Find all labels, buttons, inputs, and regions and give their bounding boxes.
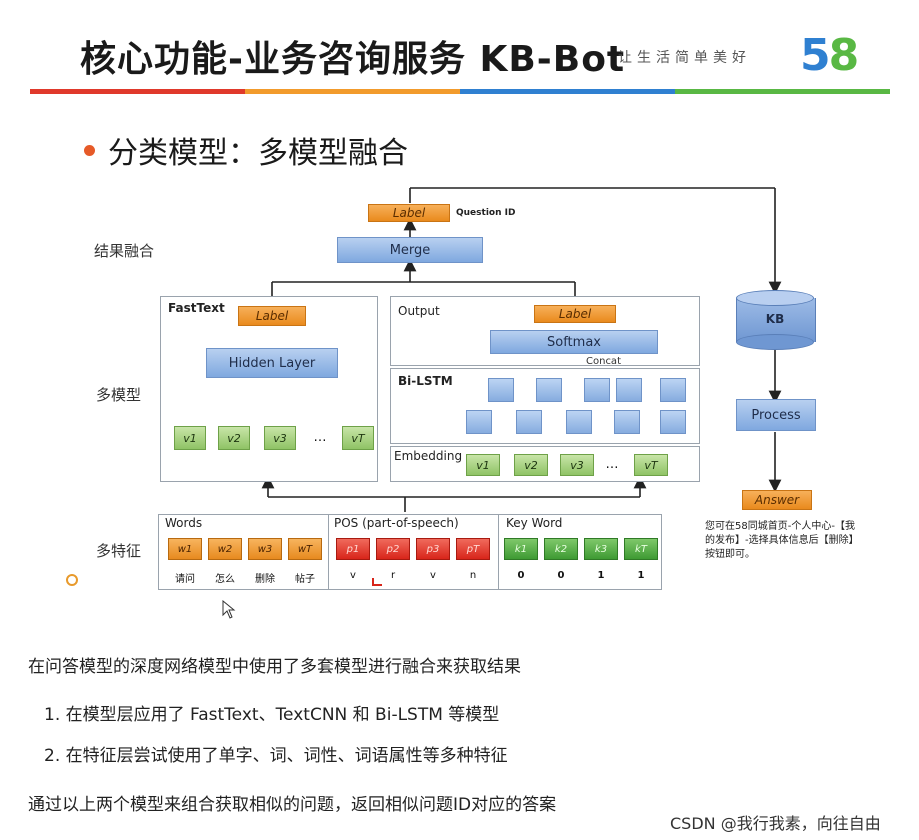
keyword-value-2: 0 (557, 570, 565, 581)
pos-token-2: p2 (376, 538, 410, 560)
embedding-vector-1: v1 (466, 454, 500, 476)
bilstm-cell (584, 378, 610, 402)
keyword-token-1: k1 (504, 538, 538, 560)
fasttext-panel (160, 296, 378, 482)
list-item-1: 1. 在模型层应用了 FastText、TextCNN 和 Bi-LSTM 等模… (44, 705, 500, 725)
bilstm-cell (614, 410, 640, 434)
fasttext-vector-1: v1 (174, 426, 206, 450)
slide: 核心功能-业务咨询服务 KB-Bot 让生活简单美好 58 分类模型：多模型融合 (30, 30, 890, 619)
answer-box: Answer (742, 490, 812, 510)
pos-token-1: p1 (336, 538, 370, 560)
keyword-value-4: 1 (637, 570, 645, 581)
concat-label: Concat (586, 356, 621, 367)
csdn-watermark: CSDN @我行我素，向往自由 (670, 814, 881, 833)
output-label-box: Label (534, 305, 616, 323)
bilstm-cell (660, 378, 686, 402)
embedding-vector-t: vT (634, 454, 668, 476)
word-token-t: wT (288, 538, 322, 560)
bilstm-cell (488, 378, 514, 402)
list-item-2: 2. 在特征层尝试使用了单字、词、词性、词语属性等多种特征 (44, 746, 508, 766)
word-value-2: 怎么 (215, 574, 235, 585)
bilstm-cell (516, 410, 542, 434)
keyword-title: Key Word (506, 516, 563, 530)
fasttext-vector-t: vT (342, 426, 374, 450)
answer-note: 您可在58同城首页-个人中心-【我的发布】-选择具体信息后【删除】按钮即可。 (705, 521, 855, 560)
word-value-3: 删除 (255, 574, 275, 585)
softmax-box: Softmax (490, 330, 658, 354)
bilstm-title: Bi-LSTM (398, 374, 453, 388)
mouse-cursor-icon (222, 600, 236, 619)
pos-token-t: pT (456, 538, 490, 560)
final-label-box: Label (368, 204, 450, 222)
fasttext-ellipsis: … (313, 430, 327, 445)
word-value-4: 帖子 (295, 574, 315, 585)
word-token-1: w1 (168, 538, 202, 560)
row-label-fusion: 结果融合 (94, 242, 155, 260)
bilstm-cell (566, 410, 592, 434)
header-divider (30, 89, 890, 94)
pos-title: POS (part-of-speech) (334, 516, 459, 530)
word-value-1: 请问 (175, 574, 195, 585)
pos-value-1: v (350, 570, 356, 581)
fasttext-title: FastText (168, 301, 225, 315)
output-title: Output (398, 304, 440, 318)
pos-value-2: r (390, 570, 396, 581)
kb-database: KB (736, 290, 816, 350)
keyword-value-3: 1 (597, 570, 605, 581)
word-token-2: w2 (208, 538, 242, 560)
fasttext-vector-2: v2 (218, 426, 250, 450)
hidden-layer-box: Hidden Layer (206, 348, 338, 378)
slide-title: 核心功能-业务咨询服务 KB-Bot (80, 39, 626, 80)
logo-digit-8: 8 (828, 30, 860, 81)
row-label-multi-feature: 多特征 (96, 542, 142, 560)
intro-paragraph: 在问答模型的深度网络模型中使用了多套模型进行融合来获取结果 (28, 657, 521, 677)
keyword-token-t: kT (624, 538, 658, 560)
keyword-token-3: k3 (584, 538, 618, 560)
annotation-ring (66, 574, 78, 586)
process-box: Process (736, 399, 816, 431)
logo-digit-5: 5 (800, 30, 831, 81)
bilstm-cell (616, 378, 642, 402)
keyword-token-2: k2 (544, 538, 578, 560)
question-id-label: Question ID (456, 208, 516, 218)
pos-value-3: v (430, 570, 436, 581)
bilstm-cell (536, 378, 562, 402)
keyword-value-1: 0 (517, 570, 525, 581)
bullet-dot (84, 145, 95, 156)
annotation-mark (372, 578, 382, 586)
merge-box: Merge (337, 237, 483, 263)
words-title: Words (165, 516, 203, 530)
kb-label: KB (765, 312, 785, 326)
embedding-vector-3: v3 (560, 454, 594, 476)
embedding-vector-2: v2 (514, 454, 548, 476)
pos-value-4: n (469, 570, 477, 581)
pos-token-3: p3 (416, 538, 450, 560)
slogan: 让生活简单美好 (618, 50, 751, 66)
logo-58: 58 (800, 30, 860, 81)
embedding-ellipsis: … (605, 457, 619, 472)
fasttext-label-box: Label (238, 306, 306, 326)
bilstm-cell (660, 410, 686, 434)
word-token-3: w3 (248, 538, 282, 560)
bilstm-cell (466, 410, 492, 434)
slide-subtitle: 分类模型：多模型融合 (108, 136, 408, 171)
fasttext-vector-3: v3 (264, 426, 296, 450)
row-label-multi-model: 多模型 (96, 386, 142, 404)
embedding-title: Embedding (394, 449, 463, 463)
conclusion-paragraph: 通过以上两个模型来组合获取相似的问题，返回相似问题ID对应的答案 (28, 795, 557, 815)
